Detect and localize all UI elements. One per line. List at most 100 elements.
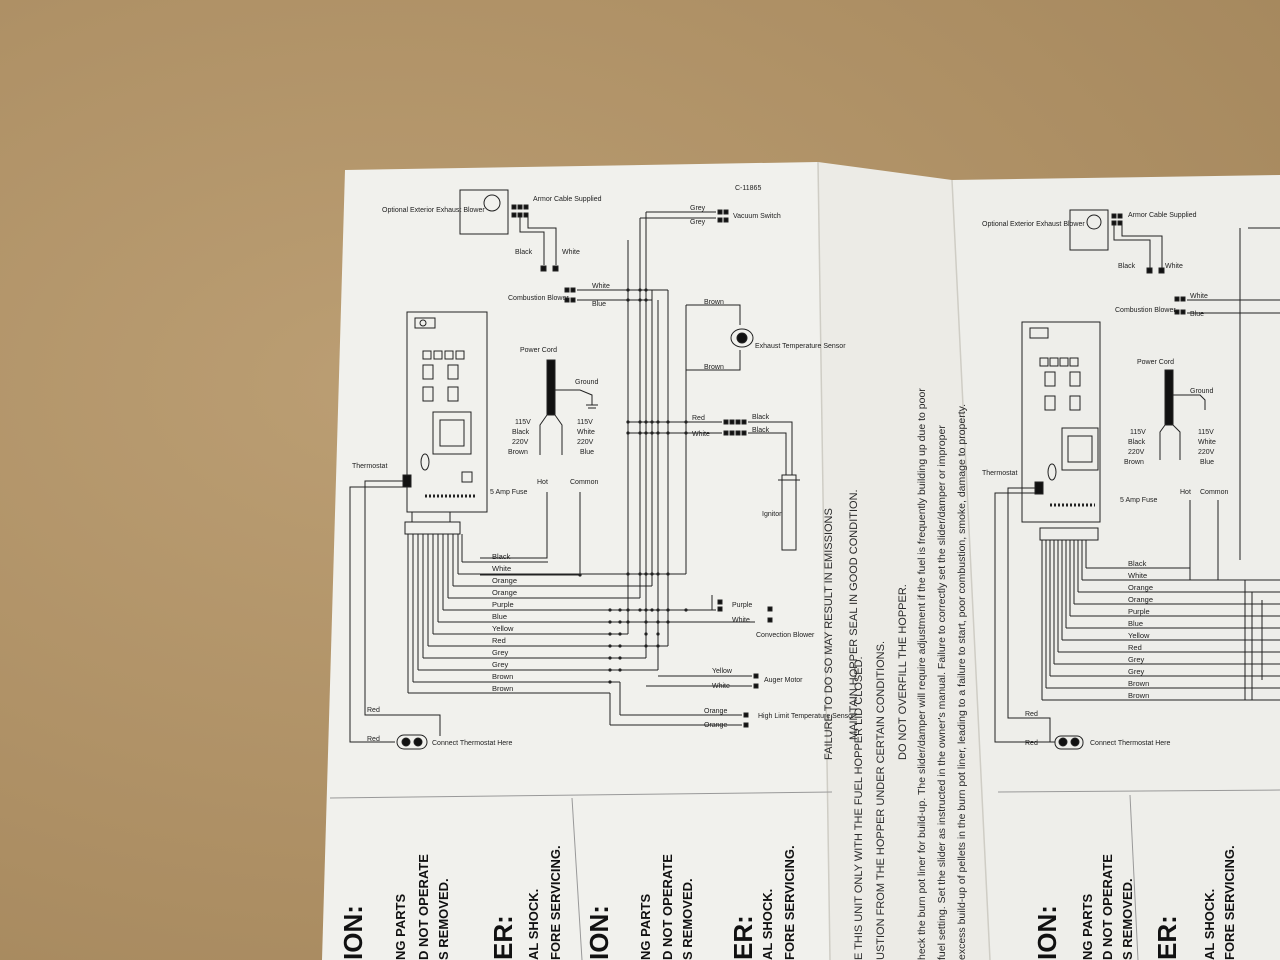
hl-orange2-label: Orange (704, 722, 727, 729)
harness-label-0: Black (492, 552, 511, 561)
ign-red-label: Red (692, 415, 705, 422)
vac-grey1-label: Grey (690, 205, 706, 212)
thermo-red1-label: Red (367, 707, 380, 714)
right-common-label: Common (1200, 489, 1229, 496)
right-harness-2: Orange (1128, 583, 1153, 592)
convection-blower-label: Convection Blower (756, 632, 815, 639)
blower-white-label: White (562, 249, 580, 256)
wiring-diagram-right (994, 209, 1280, 750)
right-combustion-label: Combustion Blower (1115, 307, 1176, 314)
conv-white-label: White (732, 617, 750, 624)
part-number-label: C-11865 (735, 185, 761, 192)
comb-blue-label: Blue (592, 301, 606, 308)
harness-label-6: Yellow (492, 624, 514, 633)
right-armor-cable-label: Armor Cable Supplied (1128, 212, 1197, 219)
exh-brown1-label: Brown (704, 299, 724, 306)
caution-heading-2: ION: (584, 905, 614, 960)
harness-label-8: Grey (492, 648, 509, 657)
power-right-3: Blue (580, 449, 594, 456)
fuse-label: 5 Amp Fuse (490, 489, 527, 496)
power-right-0: 115V (577, 419, 593, 426)
instr2-line-2: excess build-up of pellets in the burn p… (956, 404, 968, 960)
warn-line-7: S REMOVED. (680, 878, 695, 960)
exh-brown2-label: Brown (704, 364, 724, 371)
vac-grey2-label: Grey (690, 219, 706, 226)
harness-label-10: Brown (492, 672, 513, 681)
armor-cable-label: Armor Cable Supplied (533, 196, 602, 203)
right-comb-white-label: White (1190, 293, 1208, 300)
warn-line-9: FORE SERVICING. (782, 845, 797, 960)
diagram-labels-left: C-11865 Optional Exterior Exhaust Blower… (352, 185, 855, 747)
ignitor-label: Ignitor (762, 511, 782, 518)
instr-line-3: USTION FROM THE HOPPER UNDER CERTAIN CON… (875, 641, 887, 960)
right-hot-label: Hot (1180, 489, 1191, 496)
instr-line-2: E THIS UNIT ONLY WITH THE FUEL HOPPER LI… (853, 656, 865, 960)
right-harness-4: Purple (1128, 607, 1150, 616)
right-harness-3: Orange (1128, 595, 1153, 604)
harness-label-1: White (492, 564, 511, 573)
warn-line-2: S REMOVED. (436, 878, 451, 960)
right-harness-11: Brown (1128, 691, 1149, 700)
warn-line-6: D NOT OPERATE (660, 854, 675, 960)
harness-label-9: Grey (492, 660, 509, 669)
right-power-left-3: Brown (1124, 459, 1144, 466)
warn-line-3: AL SHOCK. (526, 889, 541, 960)
right-power-right-2: 220V (1198, 449, 1215, 456)
right-thermo-red2: Red (1025, 740, 1038, 747)
common-label: Common (570, 479, 599, 486)
right-thermostat-label: Thermostat (982, 470, 1017, 477)
power-right-1: White (577, 429, 595, 436)
right-black-label: Black (1118, 263, 1136, 270)
ground-label: Ground (575, 379, 598, 386)
danger-heading-2: ER: (728, 915, 758, 960)
r-caution-heading: ION: (1032, 905, 1062, 960)
harness-wires (407, 534, 712, 694)
caution-heading: ION: (338, 905, 368, 960)
harness-labels: Black White Orange Orange Purple Blue Ye… (492, 552, 517, 693)
power-left-0: 115V (515, 419, 531, 426)
warn-line-1: D NOT OPERATE (416, 854, 431, 960)
ign-black2-label: Black (752, 427, 770, 434)
right-harness-10: Brown (1128, 679, 1149, 688)
right-power-right-0: 115V (1198, 429, 1214, 436)
harness-label-5: Blue (492, 612, 507, 621)
auger-white-label: White (712, 683, 730, 690)
comb-white-label: White (592, 283, 610, 290)
right-power-left-0: 115V (1130, 429, 1146, 436)
harness-label-4: Purple (492, 600, 514, 609)
power-left-1: Black (512, 429, 530, 436)
conv-purple-label: Purple (732, 602, 752, 609)
instr2-line-1: fuel setting. Set the slider as instruct… (936, 425, 948, 960)
thermostat-conn-label: Connect Thermostat Here (432, 740, 513, 747)
exhaust-sensor-label: Exhaust Temperature Sensor (755, 343, 846, 350)
r-warn-line-0: NG PARTS (1080, 893, 1095, 960)
right-power-right-1: White (1198, 439, 1216, 446)
warn-line-5: NG PARTS (638, 893, 653, 960)
power-right-labels: 115V White 220V Blue (577, 419, 595, 456)
power-cord-label: Power Cord (520, 347, 557, 354)
blower-black-label: Black (515, 249, 533, 256)
right-power-right-3: Blue (1200, 459, 1214, 466)
control-board (406, 311, 488, 513)
right-fuse-label: 5 Amp Fuse (1120, 497, 1157, 504)
r-warn-line-4: FORE SERVICING. (1222, 845, 1237, 960)
right-thermostat-conn: Connect Thermostat Here (1090, 740, 1171, 747)
warn-line-0: NG PARTS (393, 893, 408, 960)
ign-black1-label: Black (752, 414, 770, 421)
thermo-red2-label: Red (367, 736, 380, 743)
wiring-diagram-left (349, 189, 800, 750)
right-harness-8: Grey (1128, 655, 1145, 664)
right-harness-9: Grey (1128, 667, 1145, 676)
instr2-line-0: heck the burn pot liner for build-up. Th… (916, 388, 928, 960)
warning-labels-right: ION: NG PARTS D NOT OPERATE S REMOVED. E… (1032, 845, 1237, 960)
hl-orange1-label: Orange (704, 708, 727, 715)
right-thermo-red1: Red (1025, 711, 1038, 718)
right-harness-1: White (1128, 571, 1147, 580)
paper-middle-panel (818, 162, 990, 960)
harness-label-7: Red (492, 636, 506, 645)
danger-heading: ER: (488, 915, 518, 960)
power-left-3: Brown (508, 449, 528, 456)
instr-line-1: MAINTAIN HOPPER SEAL IN GOOD CONDITION. (848, 489, 860, 740)
